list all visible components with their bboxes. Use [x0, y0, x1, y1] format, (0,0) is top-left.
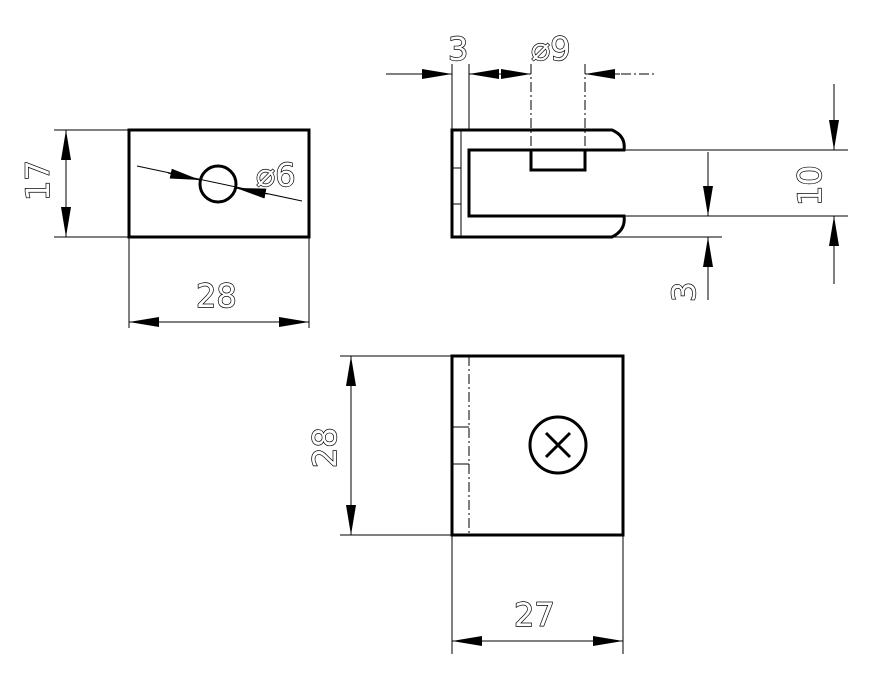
side-bore-dim-label: ⌀9 — [531, 30, 571, 68]
hole-leader-line — [136, 165, 303, 202]
hole-arrow-right — [235, 187, 269, 199]
front-width-dim-label: 28 — [196, 277, 237, 315]
side-gap-dim-label: 10 — [791, 165, 829, 206]
center-cross-symbol — [528, 415, 588, 475]
front-view-outline — [127, 128, 311, 239]
front-view: ⌀6 17 28 — [18, 128, 311, 328]
hole-arrow-left — [167, 168, 201, 181]
side-wall-dim-label: 3 — [448, 30, 468, 68]
top-width-dim-label: 27 — [514, 596, 555, 634]
top-view-outline — [450, 354, 625, 537]
side-view: 3 ⌀9 10 3 — [386, 29, 848, 303]
top-height-dim-label: 28 — [306, 427, 344, 468]
side-view-outline — [450, 128, 626, 239]
front-height-dim-label: 17 — [19, 160, 57, 201]
front-hole-dim-label: ⌀6 — [256, 156, 296, 194]
top-view: 28 27 — [305, 354, 625, 654]
hole-circle — [198, 164, 238, 204]
bore-pocket — [529, 148, 587, 172]
side-lip-dim-label: 3 — [665, 282, 703, 302]
